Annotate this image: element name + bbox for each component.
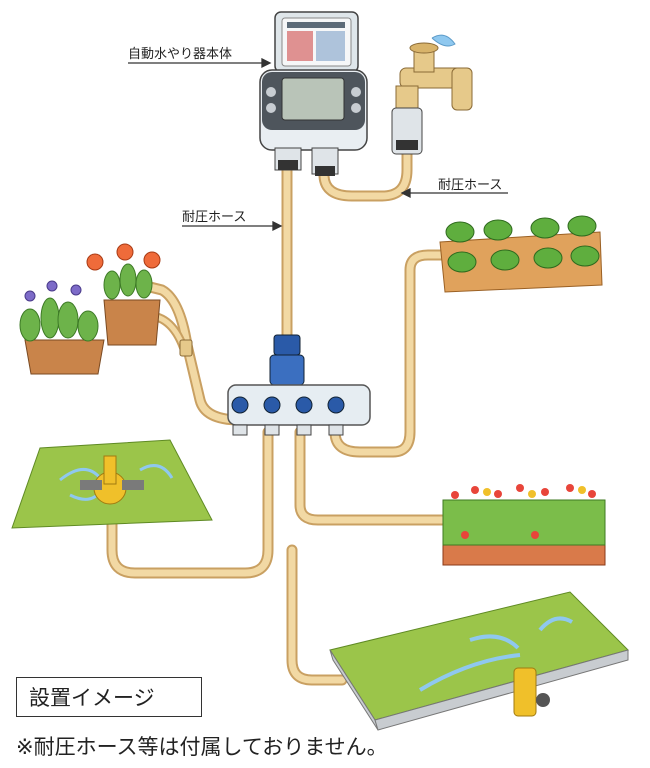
sprinkler-lawn-left [11,439,213,529]
vegetable-bed [439,215,603,293]
lawn-sprinkler-bottom [329,591,629,731]
four-way-manifold [227,334,371,436]
controller-label: 自動水やり器本体 [128,47,233,62]
installation-image-caption: 設置イメージ [16,677,202,717]
pressure-hose-label-right: 耐圧ホース [438,178,503,193]
caption-text: 設置イメージ [29,686,155,710]
water-faucet [391,34,473,155]
controller-unit [259,11,368,176]
pressure-hose-label-left: 耐圧ホース [182,210,247,225]
flower-bed [442,484,606,566]
flower-pots [19,243,193,375]
disclaimer-note: ※耐圧ホース等は付属しておりません。 [16,735,388,759]
label-arrows [128,57,508,232]
hose-to-flower-pots [144,281,246,426]
